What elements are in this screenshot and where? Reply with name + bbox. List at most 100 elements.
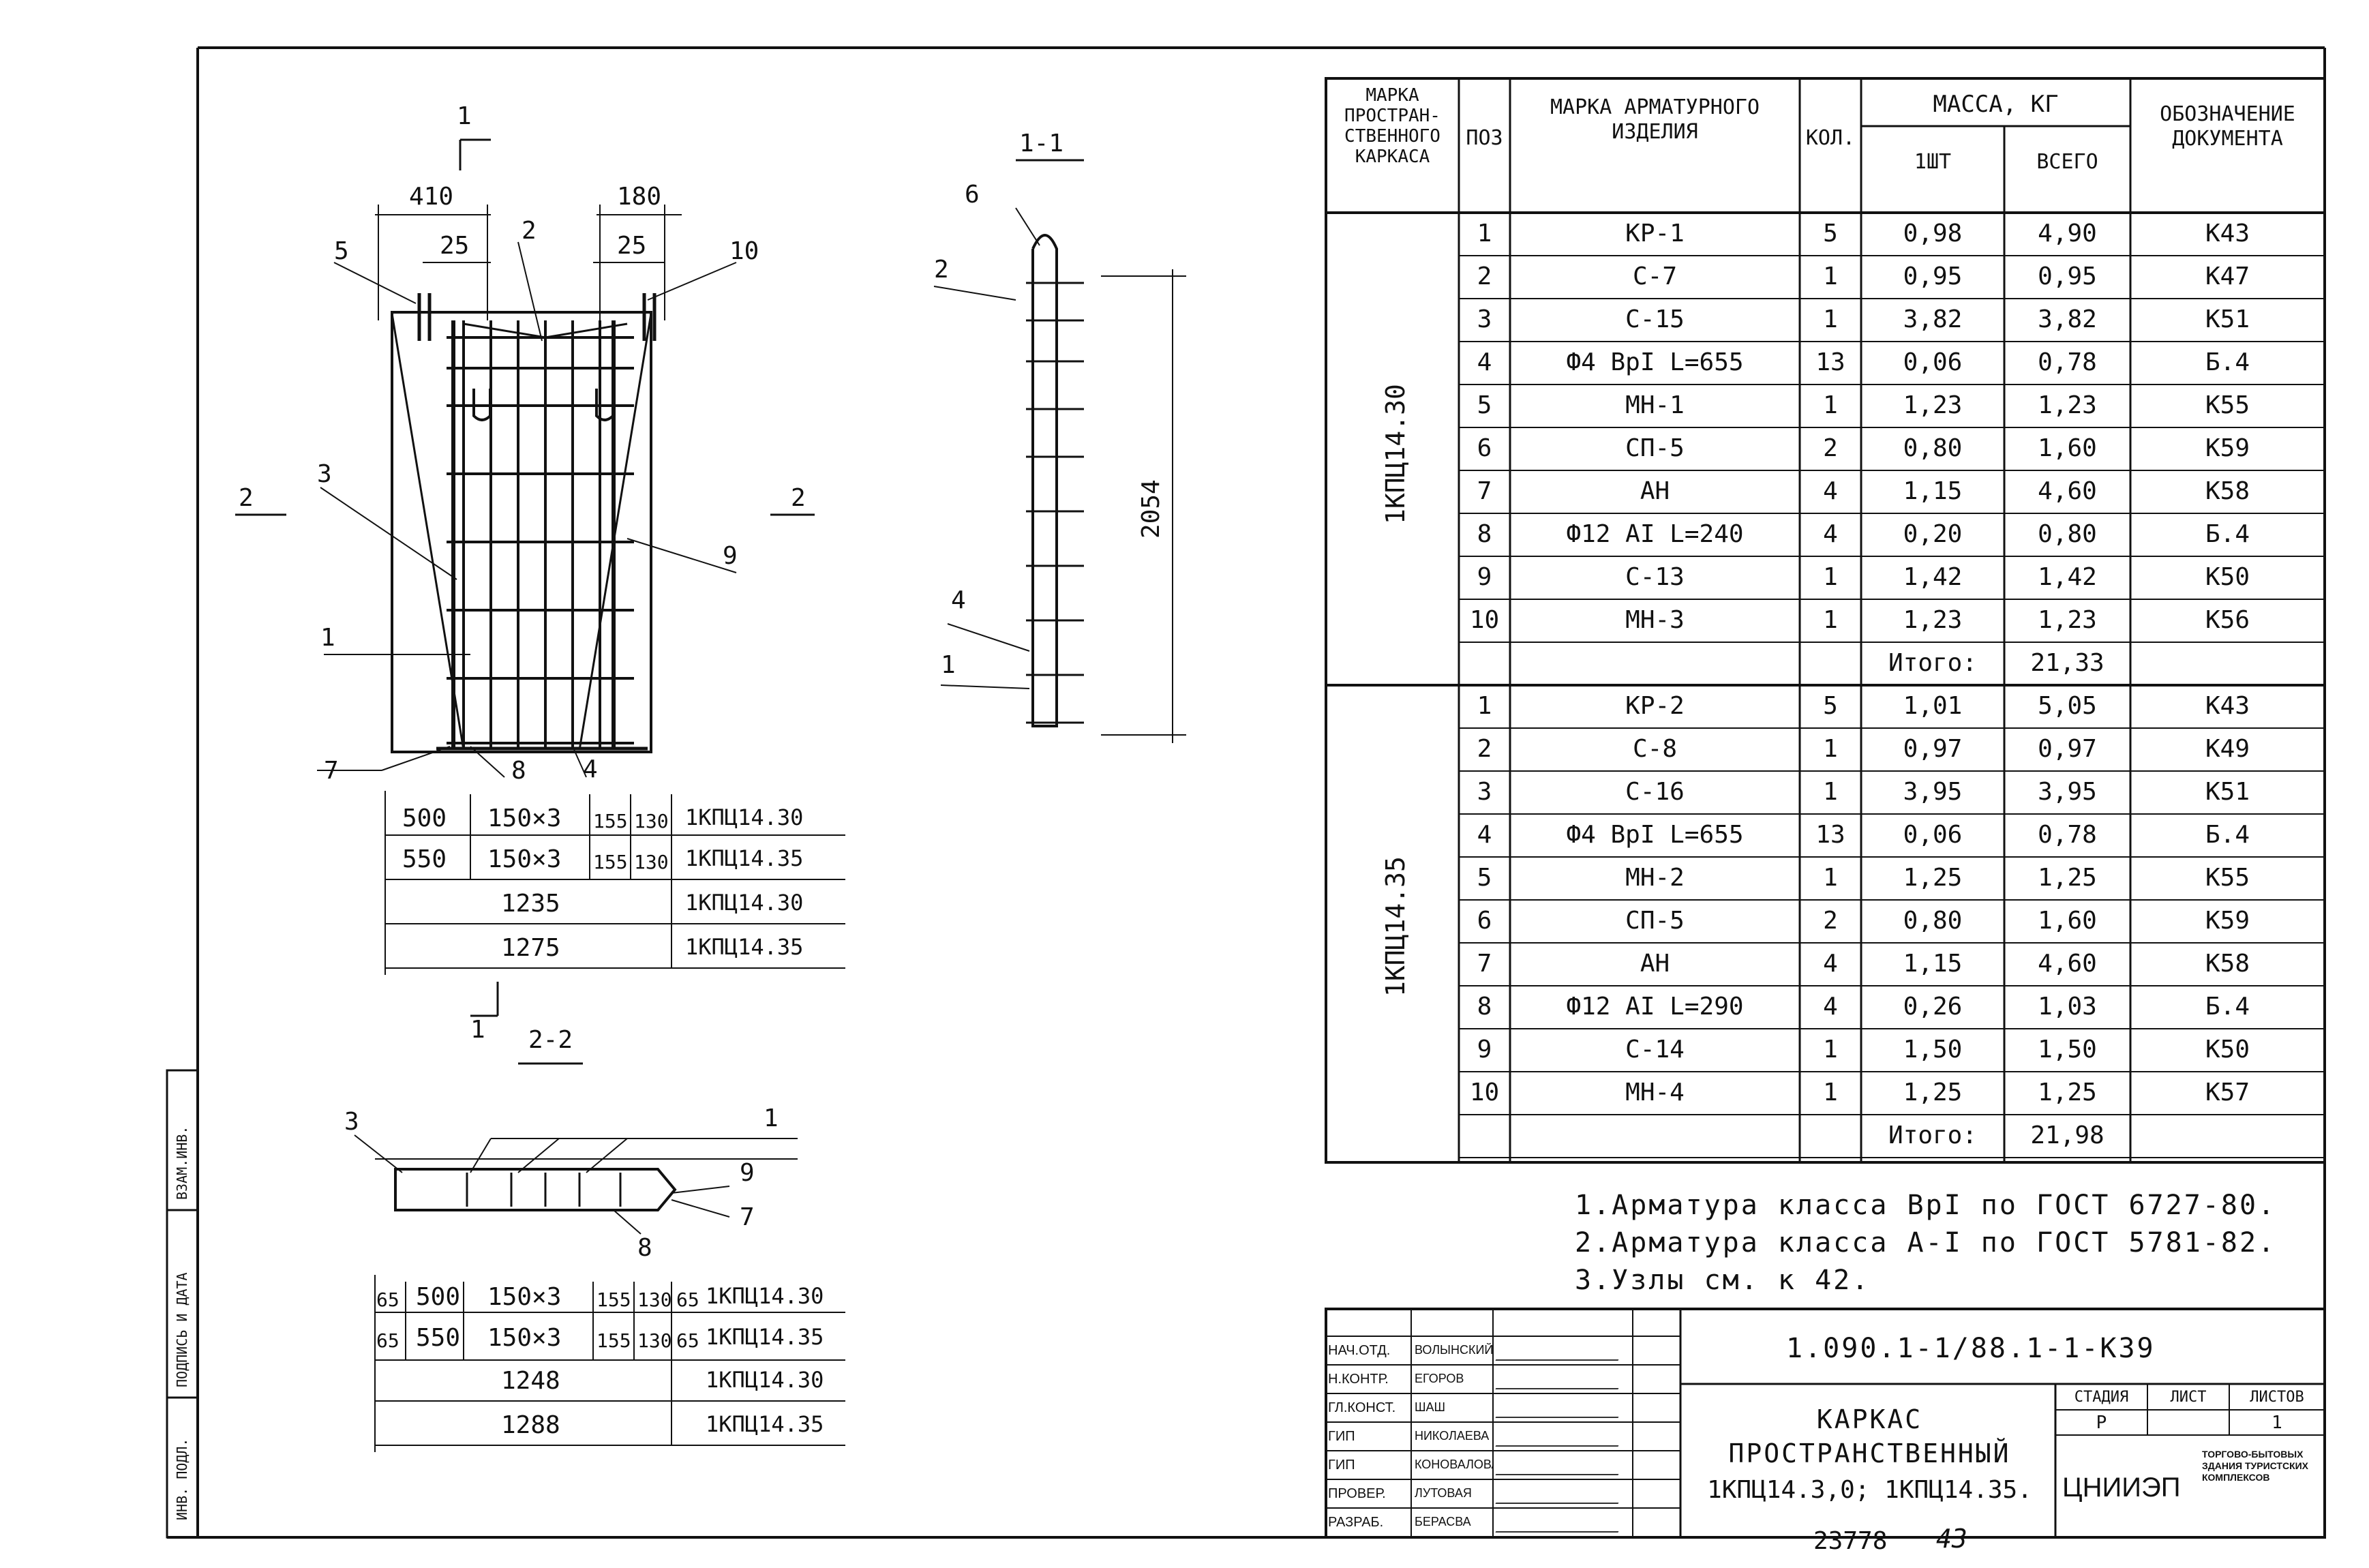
table-cell-mass-one: 1,25 (1903, 1079, 1963, 1106)
header-mass: МАССА, КГ (1933, 91, 2059, 118)
table-cell-qty: 4 (1823, 993, 1838, 1021)
top-dimensions (375, 138, 682, 320)
table-cell-mark: КР-2 (1625, 692, 1685, 720)
total-row2-value: 1275 (501, 934, 560, 962)
table-cell-qty: 5 (1823, 692, 1838, 720)
note-2: 2.Арматура класса А-I по ГОСТ 5781-82. (1575, 1227, 2277, 1258)
table-cell-doc: К55 (2205, 864, 2250, 892)
table-cell-mass-total: 1,25 (2038, 1079, 2097, 1106)
section-2-2-callout-9: 9 (740, 1159, 755, 1187)
table-cell-mass-total: 1,60 (2038, 434, 2097, 462)
table-cell-mass-one: 3,82 (1903, 305, 1963, 333)
table-cell-doc: К57 (2205, 1079, 2250, 1106)
table-cell-mark: Ф4 ВрI L=655 (1566, 348, 1744, 376)
leaders-main (235, 241, 815, 778)
table-cell-doc: К47 (2205, 262, 2250, 290)
table-cell-pos: 4 (1477, 821, 1492, 849)
dim-25-left: 25 (440, 232, 470, 260)
frame-mark-0: 1КПЦ14.30 (1380, 383, 1410, 524)
table-cell-mass-one: 0,98 (1903, 220, 1963, 247)
callout-10: 10 (729, 237, 759, 265)
table-cell-pos: 10 (1469, 1079, 1500, 1106)
table-cell-mark: Ф12 АI L=240 (1566, 520, 1744, 548)
role-label: РАЗРАБ. (1328, 1515, 1384, 1530)
cage-elevation (391, 293, 657, 753)
table-cell-doc: К58 (2205, 950, 2250, 978)
section-2-2-callout-7: 7 (740, 1203, 755, 1231)
table-cell-mass-one: 0,80 (1903, 434, 1963, 462)
table-cell-mark: СП-5 (1625, 434, 1685, 462)
callout-1: 1 (320, 624, 335, 652)
table-cell-pos: 8 (1477, 520, 1492, 548)
table-cell-qty: 1 (1823, 864, 1838, 892)
callout-7: 7 (324, 757, 339, 785)
table-cell-doc: К43 (2205, 692, 2250, 720)
dim-row1-a: 500 (402, 804, 447, 832)
table-cell-qty: 1 (1823, 778, 1838, 806)
section-1-1-callout-4: 4 (951, 586, 966, 614)
note-1: 1.Арматура класса ВрI по ГОСТ 6727-80. (1575, 1190, 2277, 1221)
table-cell-mass-total: 3,95 (2038, 778, 2097, 806)
table-cell-doc: К50 (2205, 1036, 2250, 1064)
table-cell-pos: 8 (1477, 993, 1492, 1021)
table-cell-pos: 1 (1477, 220, 1492, 247)
role-label: Н.КОНТР. (1328, 1372, 1389, 1387)
section-2-2-callout-1: 1 (764, 1104, 779, 1132)
table-cell-doc: К49 (2205, 735, 2250, 763)
signature-mark (1495, 1399, 1627, 1418)
view-mark-bottom: 1 (470, 1016, 485, 1044)
callout-4: 4 (583, 755, 598, 783)
dim22-row2-f: 65 (676, 1329, 699, 1352)
table-cell-pos: 6 (1477, 434, 1492, 462)
role-label: ГЛ.КОНСТ. (1328, 1400, 1396, 1415)
section-arrow-right: 2 (791, 484, 806, 512)
page-number: 43 (1936, 1524, 1967, 1554)
table-cell-mark: СП-5 (1625, 907, 1685, 935)
table-cell-qty: 2 (1823, 434, 1838, 462)
note-3: 3.Узлы см. к 42. (1575, 1265, 1871, 1296)
sheet-label: ЛИСТ (2170, 1389, 2207, 1406)
dim22-row1-b: 150×3 (487, 1283, 562, 1311)
callout-2: 2 (522, 217, 537, 245)
table-cell-mass-total: 1,23 (2038, 391, 2097, 419)
table-cell-doc: К56 (2205, 606, 2250, 634)
role-name: ВОЛЫНСКИЙ (1415, 1343, 1493, 1357)
table-cell-pos: 7 (1477, 950, 1492, 978)
table-cell-mass-total: 0,97 (2038, 735, 2097, 763)
dim-row2-c: 155 (593, 851, 628, 873)
role-label: ГИП (1328, 1458, 1355, 1473)
table-cell-doc: К59 (2205, 907, 2250, 935)
callout-8: 8 (511, 757, 526, 785)
table-cell-pos: 2 (1477, 735, 1492, 763)
title-line-3: 1КПЦ14.3,0; 1КПЦ14.35. (1707, 1476, 2032, 1504)
dim22-row1-e: 65 (376, 1288, 399, 1311)
section-1-1-title: 1-1 (1019, 130, 1064, 157)
section-2-2-callout-3: 3 (344, 1108, 359, 1136)
table-cell-mass-total: 1,23 (2038, 606, 2097, 634)
table-cell-mass-total: 1,60 (2038, 907, 2097, 935)
role-label: ПРОВЕР. (1328, 1486, 1386, 1501)
dim22-row2-d: 130 (637, 1329, 672, 1352)
stamp-replace-inv: ВЗАМ.ИНВ. (174, 1126, 190, 1200)
spec-table-row-lines (1459, 255, 2325, 1158)
table-cell-mass-total: 5,05 (2038, 692, 2097, 720)
table-cell-qty: 2 (1823, 907, 1838, 935)
dim-row1-d: 130 (634, 810, 669, 832)
table-cell-mark: АН (1640, 950, 1670, 978)
callout-9: 9 (723, 542, 738, 570)
dim-row2-a: 550 (402, 845, 447, 873)
title-block-grid (1325, 1308, 2326, 1539)
table-sum-label: Итого: (1888, 649, 1978, 677)
table-cell-mass-total: 0,78 (2038, 821, 2097, 849)
table-cell-pos: 7 (1477, 477, 1492, 505)
dim22-row2-e: 65 (376, 1329, 399, 1352)
table-cell-mass-total: 0,78 (2038, 348, 2097, 376)
table-cell-doc: К58 (2205, 477, 2250, 505)
table-cell-qty: 1 (1823, 606, 1838, 634)
table-cell-mark: С-14 (1625, 1036, 1685, 1064)
total-row1-value: 1235 (501, 890, 560, 918)
table-cell-pos: 5 (1477, 391, 1492, 419)
table-cell-mass-total: 1,25 (2038, 864, 2097, 892)
dim22-row1-f: 65 (676, 1288, 699, 1311)
stamp-sign-date: ПОДПИСЬ И ДАТА (174, 1272, 190, 1387)
